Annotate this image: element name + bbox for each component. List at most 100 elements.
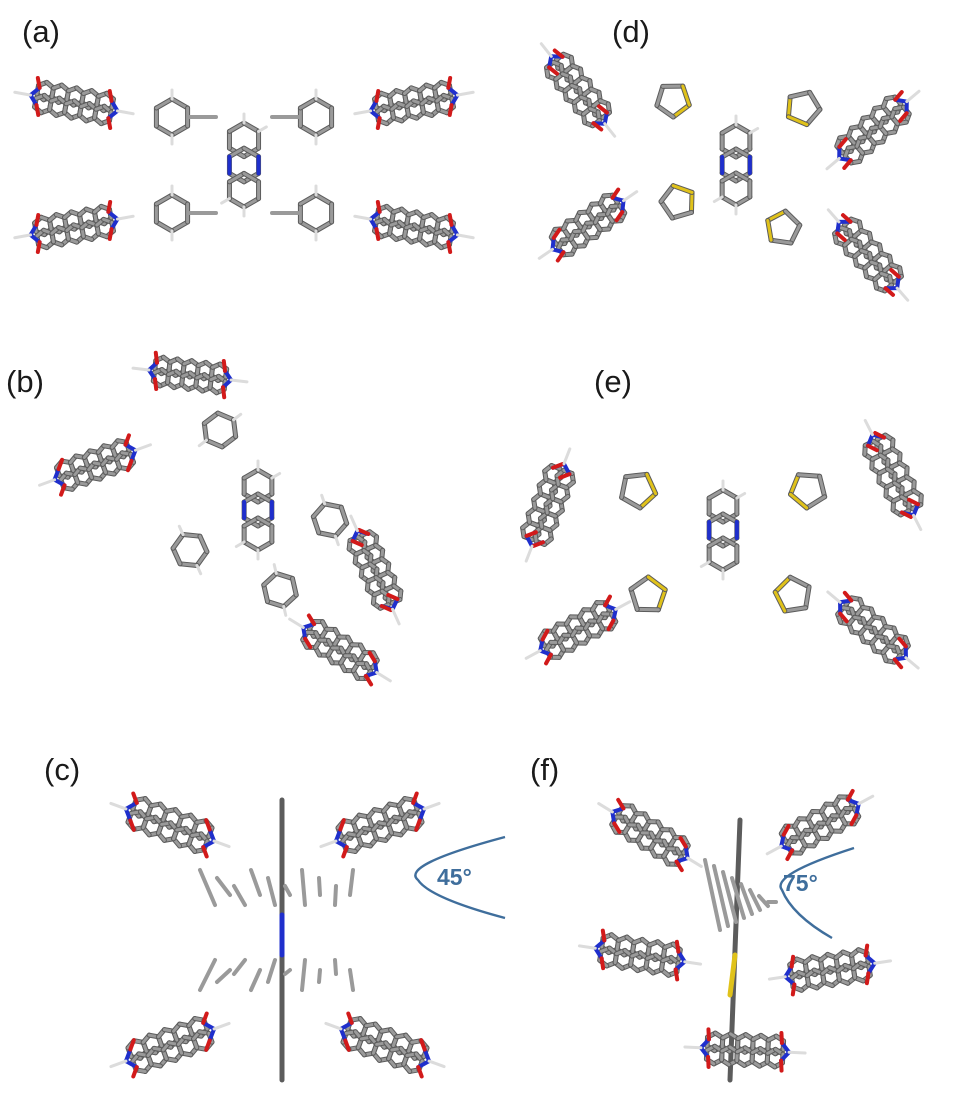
bond — [298, 220, 318, 233]
bond — [212, 1021, 231, 1031]
bond — [333, 884, 338, 907]
bond — [256, 516, 274, 528]
bond — [38, 478, 57, 487]
bond — [262, 571, 278, 587]
molecule-d — [537, 42, 921, 302]
bond — [600, 928, 607, 943]
bond — [133, 443, 152, 452]
bond — [703, 858, 722, 932]
bond — [912, 513, 923, 532]
bond — [622, 190, 639, 203]
bond — [34, 213, 41, 227]
bond — [232, 958, 247, 976]
bond — [242, 171, 261, 184]
bond — [646, 575, 667, 592]
bond — [242, 492, 260, 504]
bond — [411, 791, 419, 805]
bond — [300, 958, 307, 992]
bond — [720, 171, 738, 183]
bond — [198, 958, 217, 992]
bond — [201, 1011, 209, 1025]
bond — [290, 576, 298, 597]
bond — [201, 1020, 217, 1031]
bond — [204, 438, 224, 449]
molecule-a — [13, 75, 475, 255]
bond — [123, 1047, 133, 1064]
bond — [614, 209, 625, 223]
bond — [232, 884, 247, 907]
bond — [128, 818, 136, 832]
bond — [266, 958, 277, 984]
bond — [707, 560, 725, 572]
bond — [864, 971, 871, 986]
bond — [524, 649, 542, 660]
bond — [624, 472, 649, 479]
bond — [551, 462, 565, 470]
bond — [123, 806, 133, 823]
bond — [686, 856, 703, 868]
bond — [721, 536, 739, 548]
bond — [314, 97, 334, 110]
bond — [300, 868, 307, 907]
bond — [249, 868, 262, 897]
bond — [889, 268, 901, 279]
bond — [201, 845, 209, 859]
bond — [178, 562, 199, 567]
bond — [379, 604, 393, 613]
bond — [818, 474, 827, 499]
bond — [603, 594, 612, 608]
bond — [603, 122, 617, 138]
bond — [674, 859, 684, 873]
bond — [597, 802, 614, 814]
bond — [804, 585, 811, 610]
bond — [107, 227, 114, 241]
bond — [899, 510, 913, 520]
bond — [242, 197, 261, 209]
bond — [215, 876, 232, 897]
bond — [416, 1059, 432, 1070]
bond — [170, 193, 190, 206]
bond — [805, 495, 827, 510]
bond — [656, 588, 667, 612]
bond — [207, 827, 217, 844]
bond — [765, 844, 783, 856]
bond — [13, 233, 33, 240]
bond — [154, 220, 174, 233]
bond — [123, 433, 131, 447]
bond — [234, 540, 246, 548]
bond — [266, 876, 277, 907]
bond — [232, 418, 238, 439]
bond — [202, 421, 208, 442]
bond — [242, 121, 261, 133]
bond — [256, 540, 274, 552]
bond — [531, 540, 545, 548]
panel-f: (f) 75° — [530, 740, 977, 1101]
bond — [227, 146, 246, 159]
bond — [629, 587, 639, 611]
bond — [683, 960, 703, 966]
panel-c: (c) 45° — [0, 740, 530, 1101]
bond — [106, 199, 113, 214]
panel-label-e: (e) — [594, 364, 632, 399]
bond — [242, 468, 260, 480]
bond — [591, 121, 604, 132]
bond — [720, 123, 738, 135]
bond — [35, 75, 42, 90]
angle-arc-c — [414, 835, 506, 920]
bond — [197, 438, 208, 448]
bond — [447, 213, 454, 227]
bond — [905, 89, 921, 104]
bond — [170, 97, 190, 110]
bond — [56, 457, 65, 472]
bond — [123, 800, 139, 811]
bond — [629, 575, 650, 591]
bond — [107, 89, 114, 103]
bond — [748, 127, 760, 135]
bond — [288, 617, 305, 630]
bond — [674, 939, 681, 954]
bond — [346, 1011, 354, 1025]
bond — [333, 534, 340, 547]
bond — [314, 193, 334, 206]
bond — [620, 475, 628, 499]
bond — [826, 590, 842, 604]
